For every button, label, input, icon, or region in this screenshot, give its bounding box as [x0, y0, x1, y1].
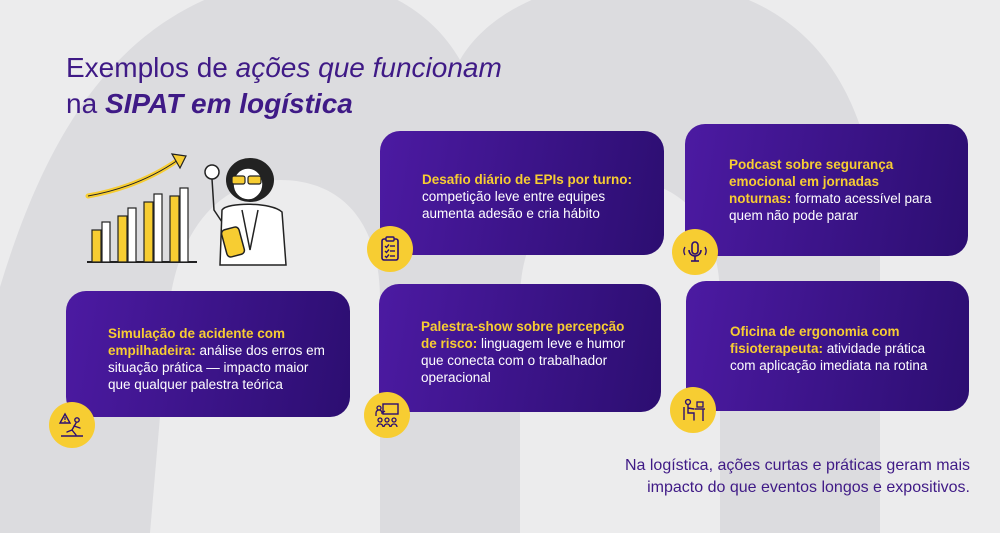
- title-line-2: na SIPAT em logística: [66, 86, 502, 122]
- warning-fall-icon: [49, 402, 95, 448]
- footer-line-2: impacto do que eventos longos e expositi…: [647, 479, 970, 496]
- card-text: Desafio diário de EPIs por turno: compet…: [422, 171, 640, 222]
- microphone-icon: [672, 229, 718, 275]
- footer-note: Na logística, ações curtas e práticas ge…: [550, 455, 970, 499]
- card-highlight: Palestra-show sobre percepção de risco:: [421, 319, 625, 351]
- action-card-epi-challenge: Desafio diário de EPIs por turno: compet…: [380, 131, 664, 255]
- person-icon: [204, 158, 287, 266]
- title-line1-plain: Exemplos de: [66, 52, 236, 83]
- card-text: Oficina de ergonomia com fisioterapeuta:…: [730, 323, 945, 374]
- footer-line-1: Na logística, ações curtas e práticas ge…: [624, 457, 970, 474]
- card-text: Simulação de acidente com empilhadeira: …: [108, 325, 326, 393]
- card-highlight: Oficina de ergonomia com fisioterapeuta:: [730, 324, 900, 356]
- clipboard-checklist-icon: [367, 226, 413, 272]
- action-card-ergonomics-workshop: Oficina de ergonomia com fisioterapeuta:…: [686, 281, 969, 411]
- action-card-forklift-simulation: Simulação de acidente com empilhadeira: …: [66, 291, 350, 417]
- growth-chart-person-illustration: [85, 153, 287, 266]
- title-line1-emphasis: ações que funcionam: [235, 52, 502, 83]
- card-highlight: Simulação de acidente com empilhadeira:: [108, 326, 286, 358]
- desk-posture-icon: [670, 387, 716, 433]
- card-description: atividade prática com aplicação imediata…: [730, 341, 928, 373]
- card-highlight: Podcast sobre segurança emocional em jor…: [729, 157, 894, 206]
- action-card-podcast: Podcast sobre segurança emocional em jor…: [685, 124, 968, 256]
- action-card-risk-perception-talk: Palestra-show sobre percepção de risco: …: [379, 284, 661, 412]
- card-text: Podcast sobre segurança emocional em jor…: [729, 156, 944, 224]
- card-description: análise dos erros em situação prática — …: [108, 343, 325, 392]
- title-line-1: Exemplos de ações que funcionam: [66, 50, 502, 86]
- card-description: competição leve entre equipes aumenta ad…: [422, 189, 606, 221]
- title-line2-strong: SIPAT em logística: [104, 88, 353, 119]
- card-description: formato acessível para quem não pode par…: [729, 191, 932, 223]
- page-title: Exemplos de ações que funcionam na SIPAT…: [66, 50, 502, 122]
- bar-chart-icon: [85, 153, 197, 263]
- card-text: Palestra-show sobre percepção de risco: …: [421, 318, 637, 386]
- card-description: linguagem leve e humor que conecta com o…: [421, 336, 626, 385]
- presentation-audience-icon: [364, 392, 410, 438]
- title-line2-plain: na: [66, 88, 105, 119]
- card-highlight: Desafio diário de EPIs por turno:: [422, 172, 633, 187]
